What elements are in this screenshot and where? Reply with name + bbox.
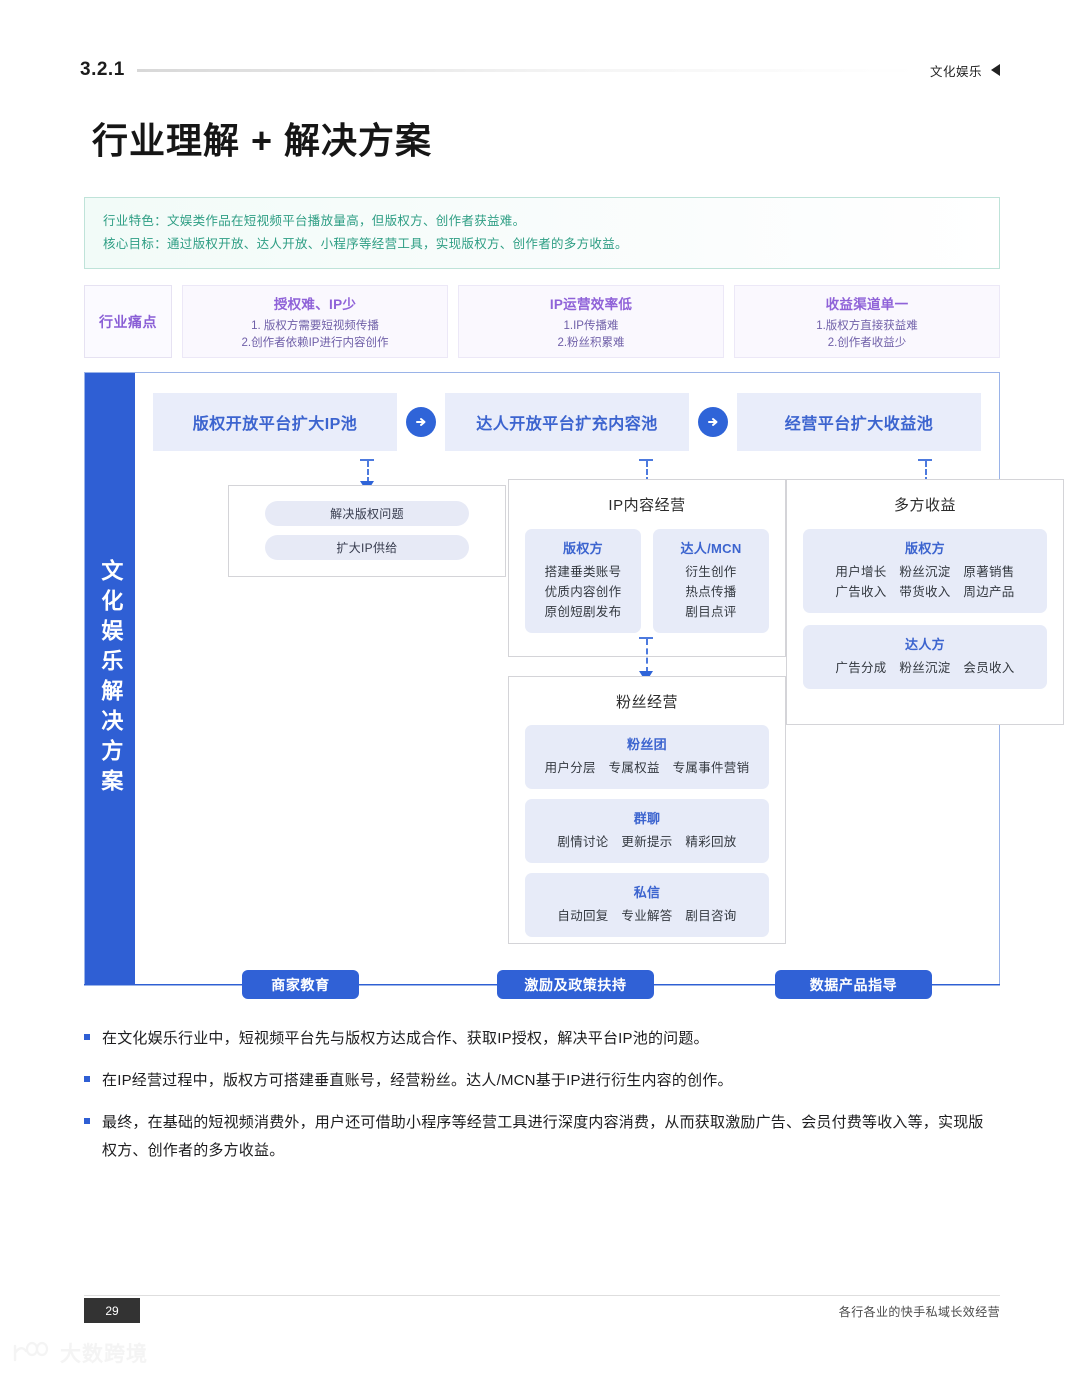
footer-book-title: 各行各业的快手私域长效经营 [838,1305,1000,1319]
connector-line [646,461,648,483]
page-title: 行业理解 + 解决方案 [92,120,433,161]
pill-item: 扩大IP供给 [265,535,469,560]
connector-cap [639,459,653,461]
multi-party-revenue-box: 多方收益 版权方 用户增长 粉丝沉淀 原著销售 广告收入 带货收入 周边产品 达… [786,479,1064,725]
bullet-item: 在文化娱乐行业中，短视频平台先与版权方达成合作、获取IP授权，解决平台IP池的问… [84,1025,984,1053]
chip-row: 广告分成 粉丝沉淀 会员收入 [835,661,1015,675]
triangle-left-icon [991,64,1000,76]
connector-line [925,461,927,483]
pain-point-title: IP运营效率低 [549,297,633,312]
bullet-item: 最终，在基础的短视频消费外，用户还可借助小程序等经营工具进行深度内容消费，从而获… [84,1109,984,1165]
chip-revenue-creator: 达人方 广告分成 粉丝沉淀 会员收入 [803,625,1047,689]
pill-item: 解决版权问题 [265,501,469,526]
chip-creator-mcn: 达人/MCN 衍生创作 热点传播 剧目点评 [653,529,769,633]
bottom-tag-incentive-policy: 激励及政策扶持 [497,970,654,999]
pain-point-item: 2.创作者收益少 [827,337,907,349]
multi-party-revenue-title: 多方收益 [893,497,956,514]
pain-point-title: 授权难、IP少 [273,297,357,312]
watermark-logo-icon [13,1341,49,1362]
chip-header: 达人/MCN [680,541,742,556]
chip-row: 原创短剧发布 [544,605,622,619]
bullet-marker-icon [84,1034,90,1040]
header-rule [136,68,918,72]
header-category-label: 文化娱乐 [929,64,982,79]
chip-revenue-copyright-owner: 版权方 用户增长 粉丝沉淀 原著销售 广告收入 带货收入 周边产品 [803,529,1047,613]
chip-copyright-owner: 版权方 搭建垂类账号 优质内容创作 原创短剧发布 [525,529,641,633]
chip-header: 粉丝团 [627,737,667,752]
pain-point-card: 授权难、IP少 1. 版权方需要短视频传播 2.创作者依赖IP进行内容创作 [182,285,448,358]
chip-header: 版权方 [563,541,603,556]
solution-diagram: 文化娱乐解决方案 版权开放平台扩大IP池 达人开放平台扩充内容池 [84,372,1064,986]
connector-line [367,461,369,483]
chip-row: 热点传播 [685,585,737,599]
watermark-text: 大数跨境 [60,1343,148,1366]
connector-cap [639,637,653,639]
stage-connector-2 [689,393,737,451]
diagram-side-label: 文化娱乐解决方案 [98,559,124,799]
chip-row: 自动回复 专业解答 剧目咨询 [557,909,737,923]
chip-row: 用户分层 专属权益 专属事件营销 [544,761,750,775]
pain-point-card: 收益渠道单一 1.版权方直接获益难 2.创作者收益少 [734,285,1000,358]
connector-line [646,639,648,673]
stage-1: 版权开放平台扩大IP池 [153,393,397,451]
chip-header: 群聊 [633,811,661,826]
chip-header: 私信 [633,885,661,900]
bullet-marker-icon [84,1076,90,1082]
page-header: 3.2.1 文化娱乐 [80,55,1000,85]
stage-3: 经营平台扩大收益池 [737,393,981,451]
bullet-item: 在IP经营过程中，版权方可搭建垂直账号，经营粉丝。达人/MCN基于IP进行衍生内… [84,1067,984,1095]
chip-row: 用户增长 粉丝沉淀 原著销售 [835,565,1015,579]
fan-operation-title: 粉丝经营 [615,694,678,711]
page-number: 29 [84,1298,140,1323]
bullet-text: 在文化娱乐行业中，短视频平台先与版权方达成合作、获取IP授权，解决平台IP池的问… [102,1030,709,1047]
ip-content-operation-box: IP内容经营 版权方 搭建垂类账号 优质内容创作 原创短剧发布 达人/MCN 衍… [508,479,786,657]
footer-rule [84,1295,1000,1296]
stage-connector-1 [397,393,445,451]
chip-group-chat: 群聊 剧情讨论 更新提示 精彩回放 [525,799,769,863]
pain-points-label: 行业痛点 [84,285,172,358]
connector-cap [918,459,932,461]
bottom-tag-merchant-education: 商家教育 [242,970,359,999]
chip-fan-club: 粉丝团 用户分层 专属权益 专属事件营销 [525,725,769,789]
chip-row: 优质内容创作 [544,585,622,599]
chip-row: 剧目点评 [685,605,737,619]
chip-row: 衍生创作 [685,565,737,579]
stage-2: 达人开放平台扩充内容池 [445,393,689,451]
arrow-right-icon [406,407,436,437]
pain-point-item: 1.IP传播难 [563,320,619,332]
chip-direct-message: 私信 自动回复 专业解答 剧目咨询 [525,873,769,937]
pain-point-item: 2.创作者依赖IP进行内容创作 [241,337,389,349]
pain-point-card: IP运营效率低 1.IP传播难 2.粉丝积累难 [458,285,724,358]
pain-point-item: 2.粉丝积累难 [557,337,625,349]
chip-row: 剧情讨论 更新提示 精彩回放 [557,835,737,849]
bullet-text: 在IP经营过程中，版权方可搭建垂直账号，经营粉丝。达人/MCN基于IP进行衍生内… [102,1072,733,1089]
section-number: 3.2.1 [80,59,125,80]
diagram-side-bar: 文化娱乐解决方案 [85,373,135,985]
chip-header: 达人方 [905,637,945,652]
stage-band: 版权开放平台扩大IP池 达人开放平台扩充内容池 [153,393,981,451]
summary-box: 行业特色：文娱类作品在短视频平台播放量高，但版权方、创作者获益难。 核心目标：通… [84,197,1000,269]
chip-header: 版权方 [905,541,945,556]
summary-feature: 行业特色：文娱类作品在短视频平台播放量高，但版权方、创作者获益难。 [103,214,526,228]
pain-point-item: 1. 版权方需要短视频传播 [251,320,379,332]
bullet-marker-icon [84,1118,90,1124]
chip-row: 搭建垂类账号 [544,565,622,579]
arrow-right-icon [698,407,728,437]
pain-points-row: 行业痛点 授权难、IP少 1. 版权方需要短视频传播 2.创作者依赖IP进行内容… [84,285,1000,358]
pain-point-title: 收益渠道单一 [825,297,909,312]
connector-cap [360,459,374,461]
summary-goal: 核心目标：通过版权开放、达人开放、小程序等经营工具，实现版权方、创作者的多方收益… [103,237,628,251]
chip-row: 广告收入 带货收入 周边产品 [835,585,1015,599]
bottom-tag-data-product-guidance: 数据产品指导 [775,970,932,999]
column1-box: 解决版权问题 扩大IP供给 [228,485,506,577]
pain-point-item: 1.版权方直接获益难 [816,320,918,332]
watermark: 大数跨境 [12,1338,148,1368]
bullet-list: 在文化娱乐行业中，短视频平台先与版权方达成合作、获取IP授权，解决平台IP池的问… [84,1025,984,1179]
diagram-body: 版权开放平台扩大IP池 达人开放平台扩充内容池 [135,373,1064,985]
ip-content-operation-title: IP内容经营 [608,497,686,514]
header-category-group: 文化娱乐 [930,61,1000,80]
bullet-text: 最终，在基础的短视频消费外，用户还可借助小程序等经营工具进行深度内容消费，从而获… [102,1114,984,1159]
fan-operation-box: 粉丝经营 粉丝团 用户分层 专属权益 专属事件营销 群聊 剧情讨论 更新提示 精… [508,676,786,944]
